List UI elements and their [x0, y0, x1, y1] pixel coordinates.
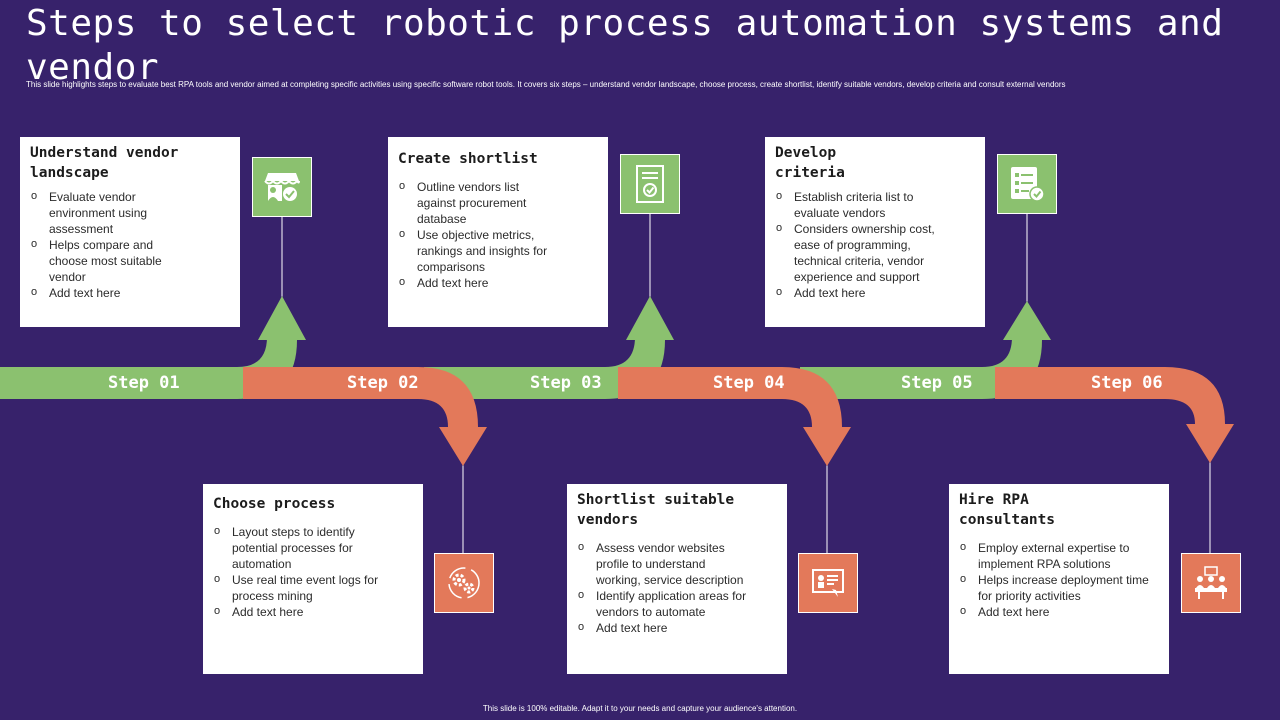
bullet-list: Employ external expertise to implement R… [959, 539, 1159, 620]
bullet-item: Identify application areas for vendors t… [577, 587, 756, 620]
presentation-board-icon [798, 553, 858, 613]
bullet-item: Use real time event logs for process min… [213, 571, 407, 604]
bullet-item: Layout steps to identify potential proce… [213, 523, 377, 572]
bullet-item: Helps increase deployment time for prior… [959, 571, 1153, 604]
step-label-06: Step 06 [1091, 373, 1163, 393]
bullet-item: Outline vendors list against procurement… [398, 178, 552, 227]
bullet-list: Establish criteria list to evaluate vend… [775, 188, 975, 301]
step-03-arrow [424, 296, 674, 399]
step-card-04: Shortlist suitable vendors Assess vendor… [567, 484, 787, 674]
step-label-04: Step 04 [713, 373, 785, 393]
step-card-02: Choose process Layout steps to identify … [203, 484, 423, 674]
gears-process-icon [434, 553, 494, 613]
checklist-document-icon [620, 154, 680, 214]
step-card-05: Develop criteria Establish criteria list… [765, 137, 985, 327]
step-label-02: Step 02 [347, 373, 419, 393]
step-card-01: Understand vendor landscape Evaluate ven… [20, 137, 240, 327]
step-card-06: Hire RPA consultants Employ external exp… [949, 484, 1169, 674]
bullet-item: Add text here [959, 603, 1159, 620]
step-title: Develop criteria [775, 145, 845, 181]
bullet-item: Add text here [577, 619, 777, 636]
step-title: Understand vendor landscape [30, 145, 179, 181]
criteria-checklist-icon [997, 154, 1057, 214]
step-label-03: Step 03 [530, 373, 602, 393]
bullet-item: Employ external expertise to implement R… [959, 539, 1148, 572]
step-card-03: Create shortlist Outline vendors list ag… [388, 137, 608, 327]
footer-note: This slide is 100% editable. Adapt it to… [482, 704, 798, 713]
step-05-arrow [800, 301, 1051, 399]
bullet-item: Add text here [775, 284, 975, 301]
vendor-store-icon [252, 157, 312, 217]
bullet-item: Add text here [213, 603, 413, 620]
bullet-item: Assess vendor websites profile to unders… [577, 539, 746, 588]
step-06-arrow [995, 367, 1234, 463]
bullet-list: Evaluate vendor environment using assess… [30, 188, 230, 301]
bullet-item: Add text here [398, 274, 598, 291]
step-01-arrow [0, 296, 306, 399]
step-02-arrow [243, 367, 487, 466]
bullet-item: Use objective metrics, rankings and insi… [398, 226, 577, 275]
bullet-list: Assess vendor websites profile to unders… [577, 539, 777, 636]
step-title: Choose process [213, 496, 336, 512]
step-title: Shortlist suitable vendors [577, 492, 735, 528]
step-04-arrow [618, 367, 851, 466]
bullet-item: Add text here [30, 284, 230, 301]
bullet-item: Evaluate vendor environment using assess… [30, 188, 159, 237]
bullet-item: Establish criteria list to evaluate vend… [775, 188, 934, 221]
bullet-item: Helps compare and choose most suitable v… [30, 236, 184, 285]
bullet-list: Layout steps to identify potential proce… [213, 523, 413, 620]
bullet-item: Considers ownership cost, ease of progra… [775, 220, 959, 285]
step-label-01: Step 01 [108, 373, 180, 393]
meeting-consultants-icon [1181, 553, 1241, 613]
page-title: Steps to select robotic process automati… [26, 3, 1224, 88]
page-subtitle: This slide highlights steps to evaluate … [26, 80, 1066, 89]
bullet-list: Outline vendors list against procurement… [398, 178, 598, 291]
step-title: Create shortlist [398, 151, 538, 167]
step-title: Hire RPA consultants [959, 492, 1056, 528]
step-label-05: Step 05 [901, 373, 973, 393]
